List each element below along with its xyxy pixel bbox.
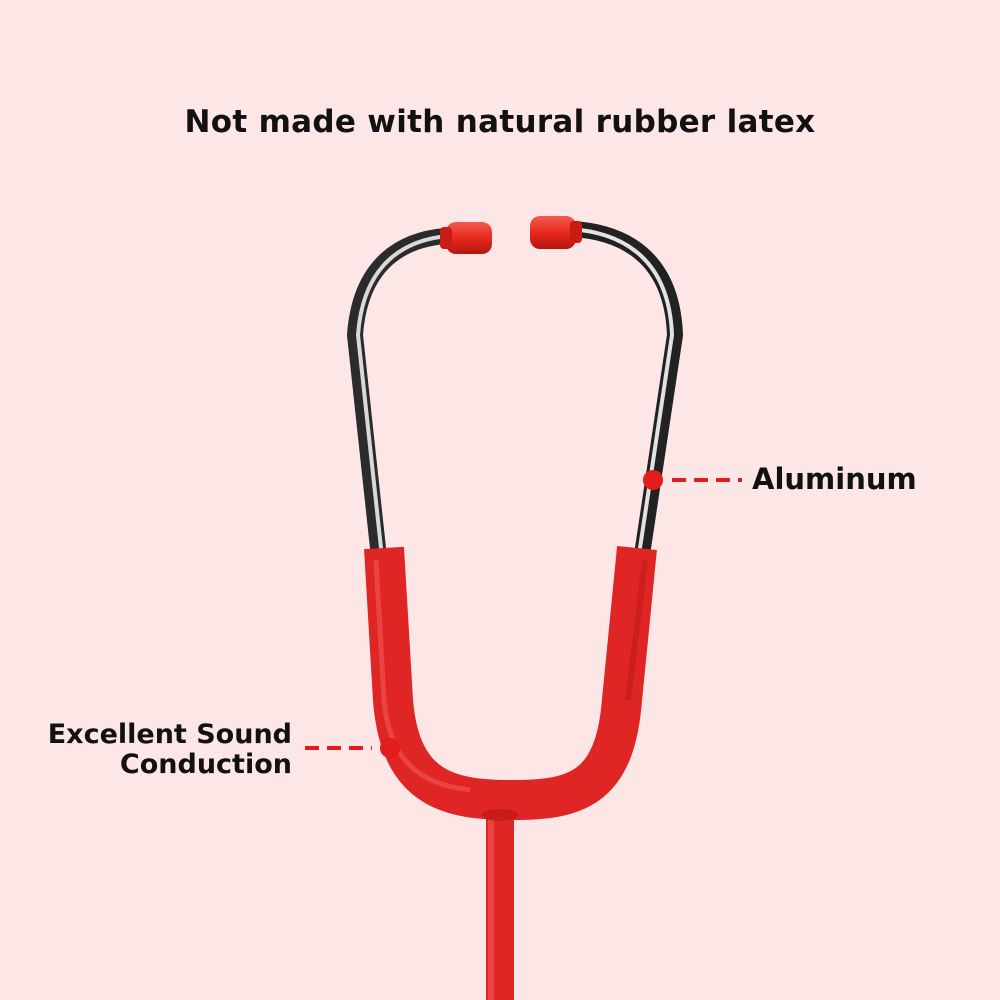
callout-label-line1: Excellent Sound — [47, 719, 292, 750]
left-binaural-tube — [346, 228, 453, 556]
callout-right-connector — [643, 470, 742, 490]
callout-label-aluminum: Aluminum — [752, 462, 917, 496]
callout-label-sound-conduction: Excellent Sound Conduction — [20, 720, 292, 780]
y-tubing — [364, 546, 657, 821]
right-eartip — [530, 216, 582, 249]
left-eartip — [440, 222, 492, 254]
callout-left-connector — [305, 738, 400, 758]
callout-label-line2: Conduction — [119, 749, 292, 780]
headline: Not made with natural rubber latex — [184, 104, 816, 140]
